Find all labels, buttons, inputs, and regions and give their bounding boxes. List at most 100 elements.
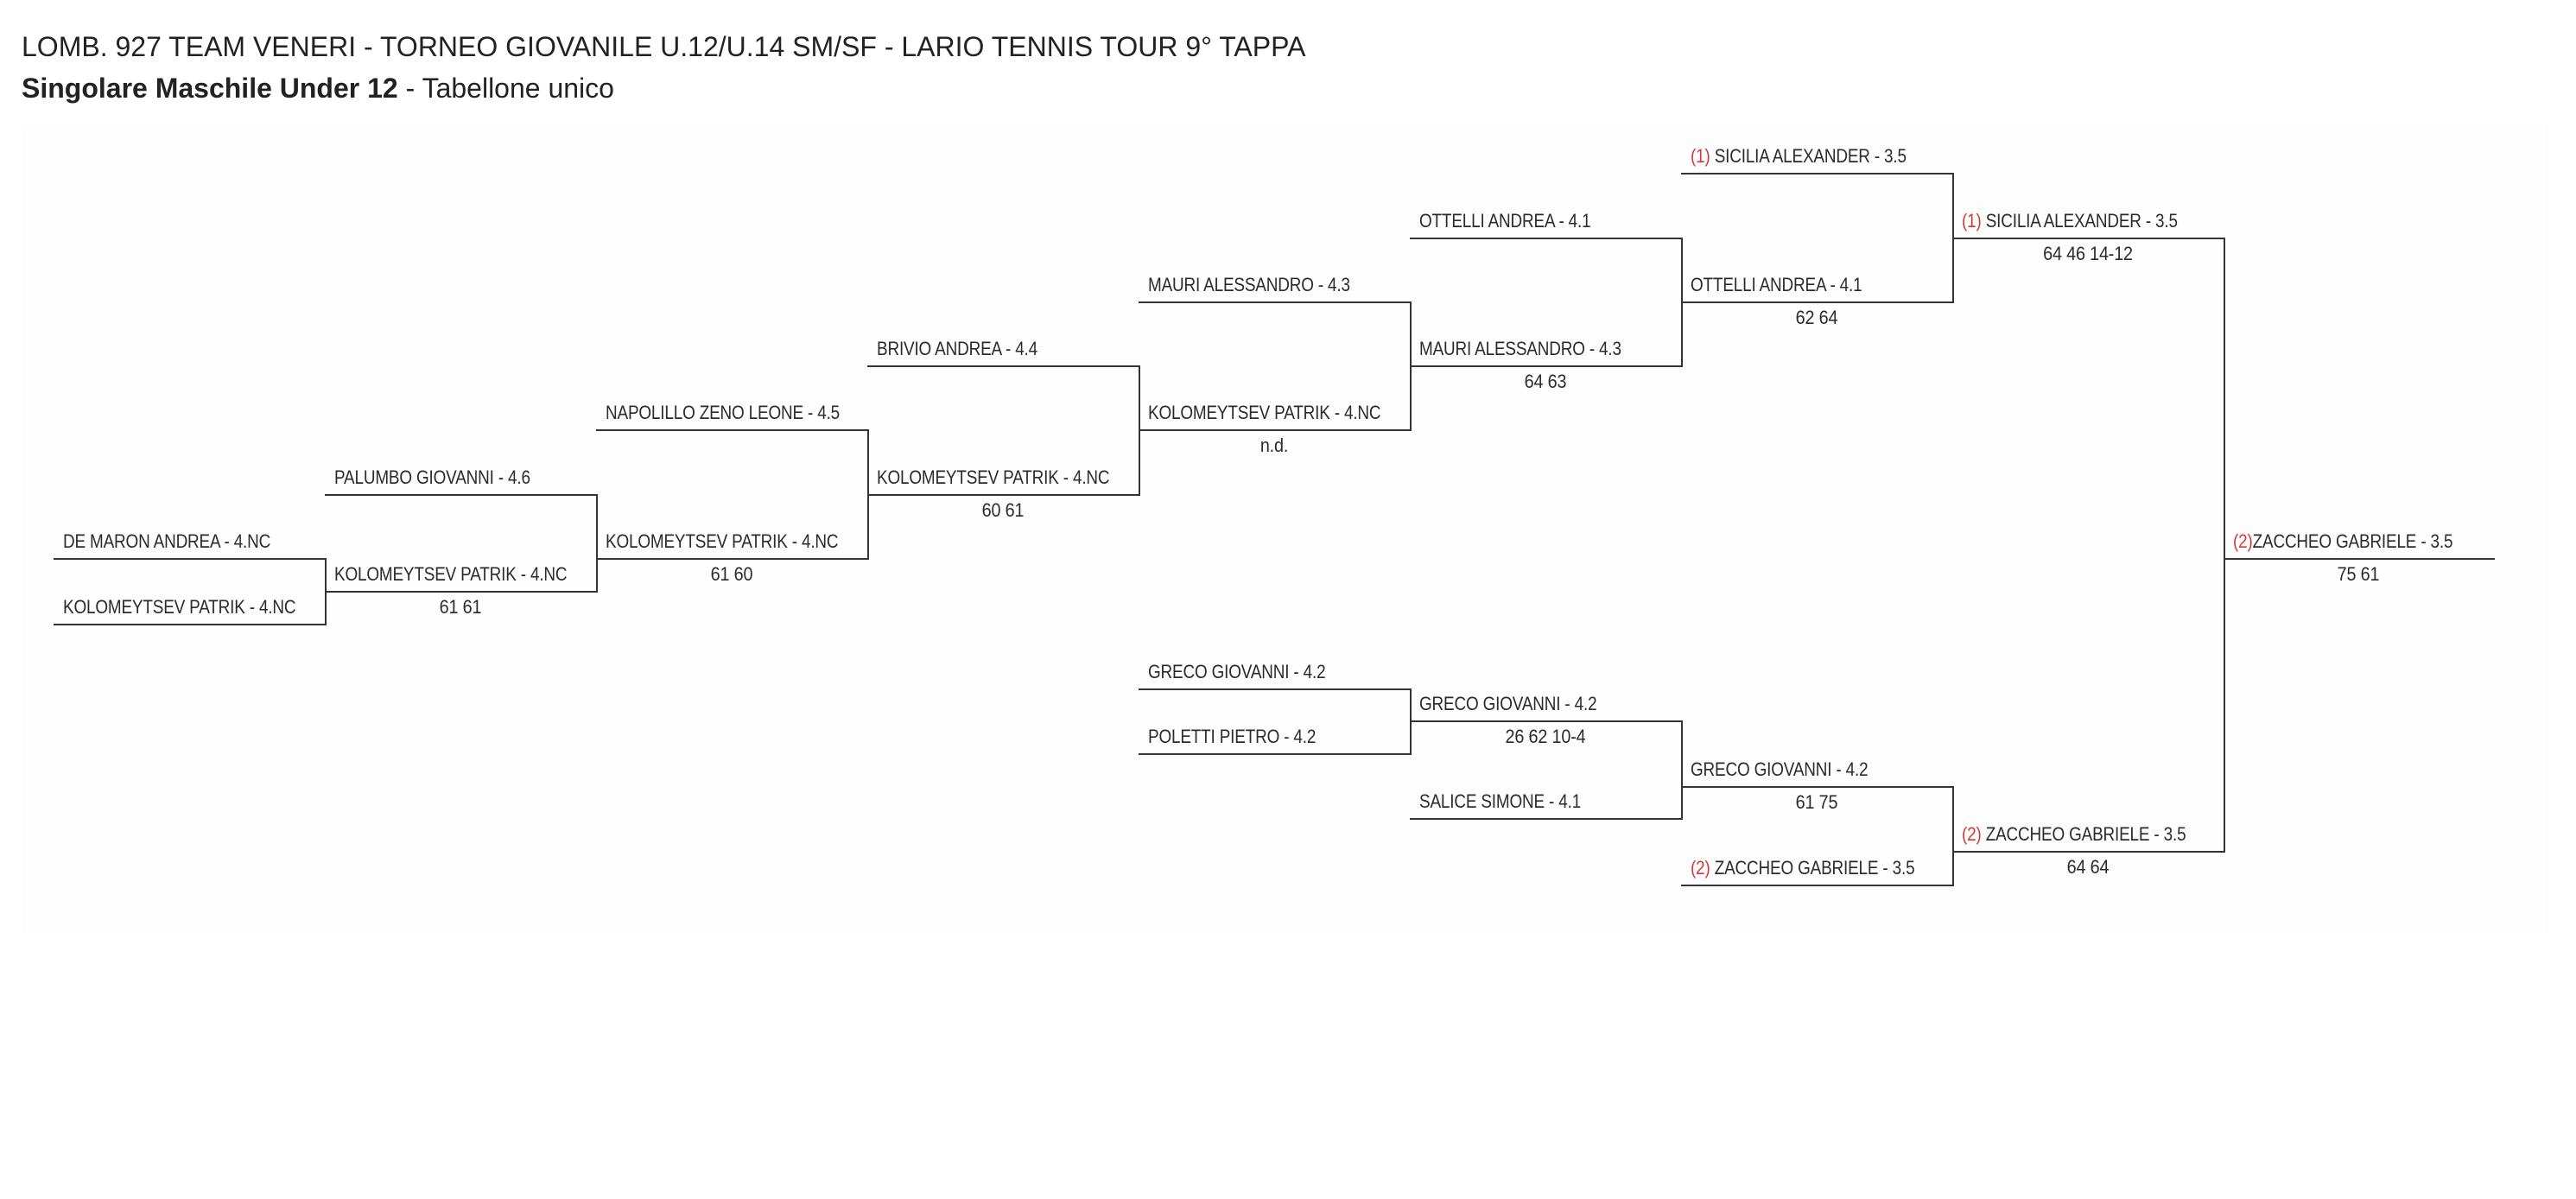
player-name: KOLOMEYTSEV PATRIK - 4.NC xyxy=(877,466,1110,488)
player-name: GRECO GIOVANNI - 4.2 xyxy=(1691,758,1869,780)
seed-label: (2) xyxy=(1962,823,1982,845)
seed-label: (2) xyxy=(2233,530,2253,552)
player-entry: (2) ZACCHEO GABRIELE - 3.5 xyxy=(1962,823,2186,846)
player-entry: (2)ZACCHEO GABRIELE - 3.5 xyxy=(2233,530,2453,553)
player-entry: DE MARON ANDREA - 4.NC xyxy=(63,530,270,553)
match-score: 62 64 xyxy=(1795,307,1838,328)
player-name: SICILIA ALEXANDER - 3.5 xyxy=(1985,210,2178,232)
player-name: PALUMBO GIOVANNI - 4.6 xyxy=(334,466,530,488)
player-name: OTTELLI ANDREA - 4.1 xyxy=(1419,210,1591,232)
slot-line xyxy=(1139,429,1410,431)
slot-line xyxy=(2224,558,2495,560)
player-entry: (1) SICILIA ALEXANDER - 3.5 xyxy=(1962,210,2178,232)
slot-line xyxy=(1410,238,1681,239)
slot-line xyxy=(596,558,867,560)
player-entry: OTTELLI ANDREA - 4.1 xyxy=(1691,274,1862,296)
slot-line xyxy=(1410,720,1681,722)
player-entry: (2) ZACCHEO GABRIELE - 3.5 xyxy=(1691,857,1915,879)
match-connector xyxy=(867,429,869,560)
match-score: 61 75 xyxy=(1795,791,1838,813)
slot-line xyxy=(325,591,596,593)
player-entry: KOLOMEYTSEV PATRIK - 4.NC xyxy=(1148,402,1381,424)
slot-line xyxy=(1139,301,1410,303)
tournament-title: LOMB. 927 TEAM VENERI - TORNEO GIOVANILE… xyxy=(22,31,1306,62)
player-name: KOLOMEYTSEV PATRIK - 4.NC xyxy=(606,530,839,552)
slot-line xyxy=(1681,301,1952,303)
match-connector xyxy=(2224,238,2225,853)
player-entry: POLETTI PIETRO - 4.2 xyxy=(1148,726,1316,748)
player-name: NAPOLILLO ZENO LEONE - 4.5 xyxy=(606,402,841,423)
match-score: n.d. xyxy=(1259,435,1289,456)
player-entry: KOLOMEYTSEV PATRIK - 4.NC xyxy=(63,596,296,619)
bracket: DE MARON ANDREA - 4.NC KOLOMEYTSEV PATRIK… xyxy=(22,125,2548,933)
event-name: Singolare Maschile Under 12 xyxy=(22,73,398,104)
player-name: ZACCHEO GABRIELE - 3.5 xyxy=(1985,823,2186,845)
match-connector xyxy=(325,558,327,625)
player-name: MAURI ALESSANDRO - 4.3 xyxy=(1148,274,1350,295)
slot-line xyxy=(1410,818,1681,820)
player-name: KOLOMEYTSEV PATRIK - 4.NC xyxy=(1148,402,1381,423)
player-entry: MAURI ALESSANDRO - 4.3 xyxy=(1419,338,1621,360)
slot-line xyxy=(1952,851,2224,853)
match-score: 61 61 xyxy=(439,596,482,618)
player-entry: PALUMBO GIOVANNI - 4.6 xyxy=(334,466,530,489)
slot-line xyxy=(1139,753,1410,755)
match-connector xyxy=(596,494,598,593)
player-entry: (1) SICILIA ALEXANDER - 3.5 xyxy=(1691,145,1907,168)
slot-line xyxy=(1681,173,1952,174)
seed-label: (2) xyxy=(1691,857,1710,879)
player-entry: KOLOMEYTSEV PATRIK - 4.NC xyxy=(334,563,568,586)
match-score: 64 63 xyxy=(1524,371,1567,392)
player-entry: MAURI ALESSANDRO - 4.3 xyxy=(1148,274,1350,296)
player-name: ZACCHEO GABRIELE - 3.5 xyxy=(1714,857,1915,879)
slot-line xyxy=(1139,688,1410,690)
player-name: MAURI ALESSANDRO - 4.3 xyxy=(1419,338,1621,359)
player-name: KOLOMEYTSEV PATRIK - 4.NC xyxy=(63,596,296,618)
match-score: 60 61 xyxy=(981,499,1025,521)
player-name: ZACCHEO GABRIELE - 3.5 xyxy=(2252,530,2453,552)
draw-subtitle: Singolare Maschile Under 12 - Tabellone … xyxy=(22,67,2527,109)
player-entry: GRECO GIOVANNI - 4.2 xyxy=(1148,661,1326,683)
player-entry: KOLOMEYTSEV PATRIK - 4.NC xyxy=(877,466,1110,489)
draw-header: LOMB. 927 TEAM VENERI - TORNEO GIOVANILE… xyxy=(22,26,2527,109)
player-entry: GRECO GIOVANNI - 4.2 xyxy=(1419,693,1597,715)
player-name: SALICE SIMONE - 4.1 xyxy=(1419,790,1582,812)
player-name: POLETTI PIETRO - 4.2 xyxy=(1148,726,1317,747)
seed-label: (1) xyxy=(1962,210,1982,232)
draw-type: Tabellone unico xyxy=(422,73,614,104)
player-entry: NAPOLILLO ZENO LEONE - 4.5 xyxy=(606,402,840,424)
match-score: 64 64 xyxy=(2066,856,2110,878)
player-entry: OTTELLI ANDREA - 4.1 xyxy=(1419,210,1591,232)
match-connector xyxy=(1681,238,1683,367)
player-entry: GRECO GIOVANNI - 4.2 xyxy=(1691,758,1869,781)
match-connector xyxy=(1410,301,1412,431)
match-connector xyxy=(1410,688,1412,755)
slot-line xyxy=(1952,238,2224,239)
slot-line xyxy=(867,365,1139,367)
match-score: 61 60 xyxy=(710,563,753,585)
match-score: 75 61 xyxy=(2337,563,2380,585)
match-connector xyxy=(1952,173,1954,303)
slot-line xyxy=(325,494,596,496)
player-name: DE MARON ANDREA - 4.NC xyxy=(63,530,271,552)
match-connector xyxy=(1139,365,1140,496)
player-name: KOLOMEYTSEV PATRIK - 4.NC xyxy=(334,563,568,585)
player-name: OTTELLI ANDREA - 4.1 xyxy=(1691,274,1862,295)
player-name: BRIVIO ANDREA - 4.4 xyxy=(877,338,1038,359)
player-name: GRECO GIOVANNI - 4.2 xyxy=(1148,661,1326,682)
slot-line xyxy=(596,429,867,431)
match-score: 64 46 14-12 xyxy=(2043,243,2133,264)
match-connector xyxy=(1952,786,1954,886)
slot-line xyxy=(1410,365,1681,367)
match-connector xyxy=(1681,720,1683,820)
player-name: GRECO GIOVANNI - 4.2 xyxy=(1419,693,1597,714)
slot-line xyxy=(867,494,1139,496)
slot-line xyxy=(1681,786,1952,788)
slot-line xyxy=(54,558,325,560)
slot-line xyxy=(54,624,325,625)
player-entry: SALICE SIMONE - 4.1 xyxy=(1419,790,1581,813)
match-score: 26 62 10-4 xyxy=(1505,726,1586,747)
player-entry: BRIVIO ANDREA - 4.4 xyxy=(877,338,1037,360)
subtitle-separator: - xyxy=(397,73,422,104)
slot-line xyxy=(1681,885,1952,886)
